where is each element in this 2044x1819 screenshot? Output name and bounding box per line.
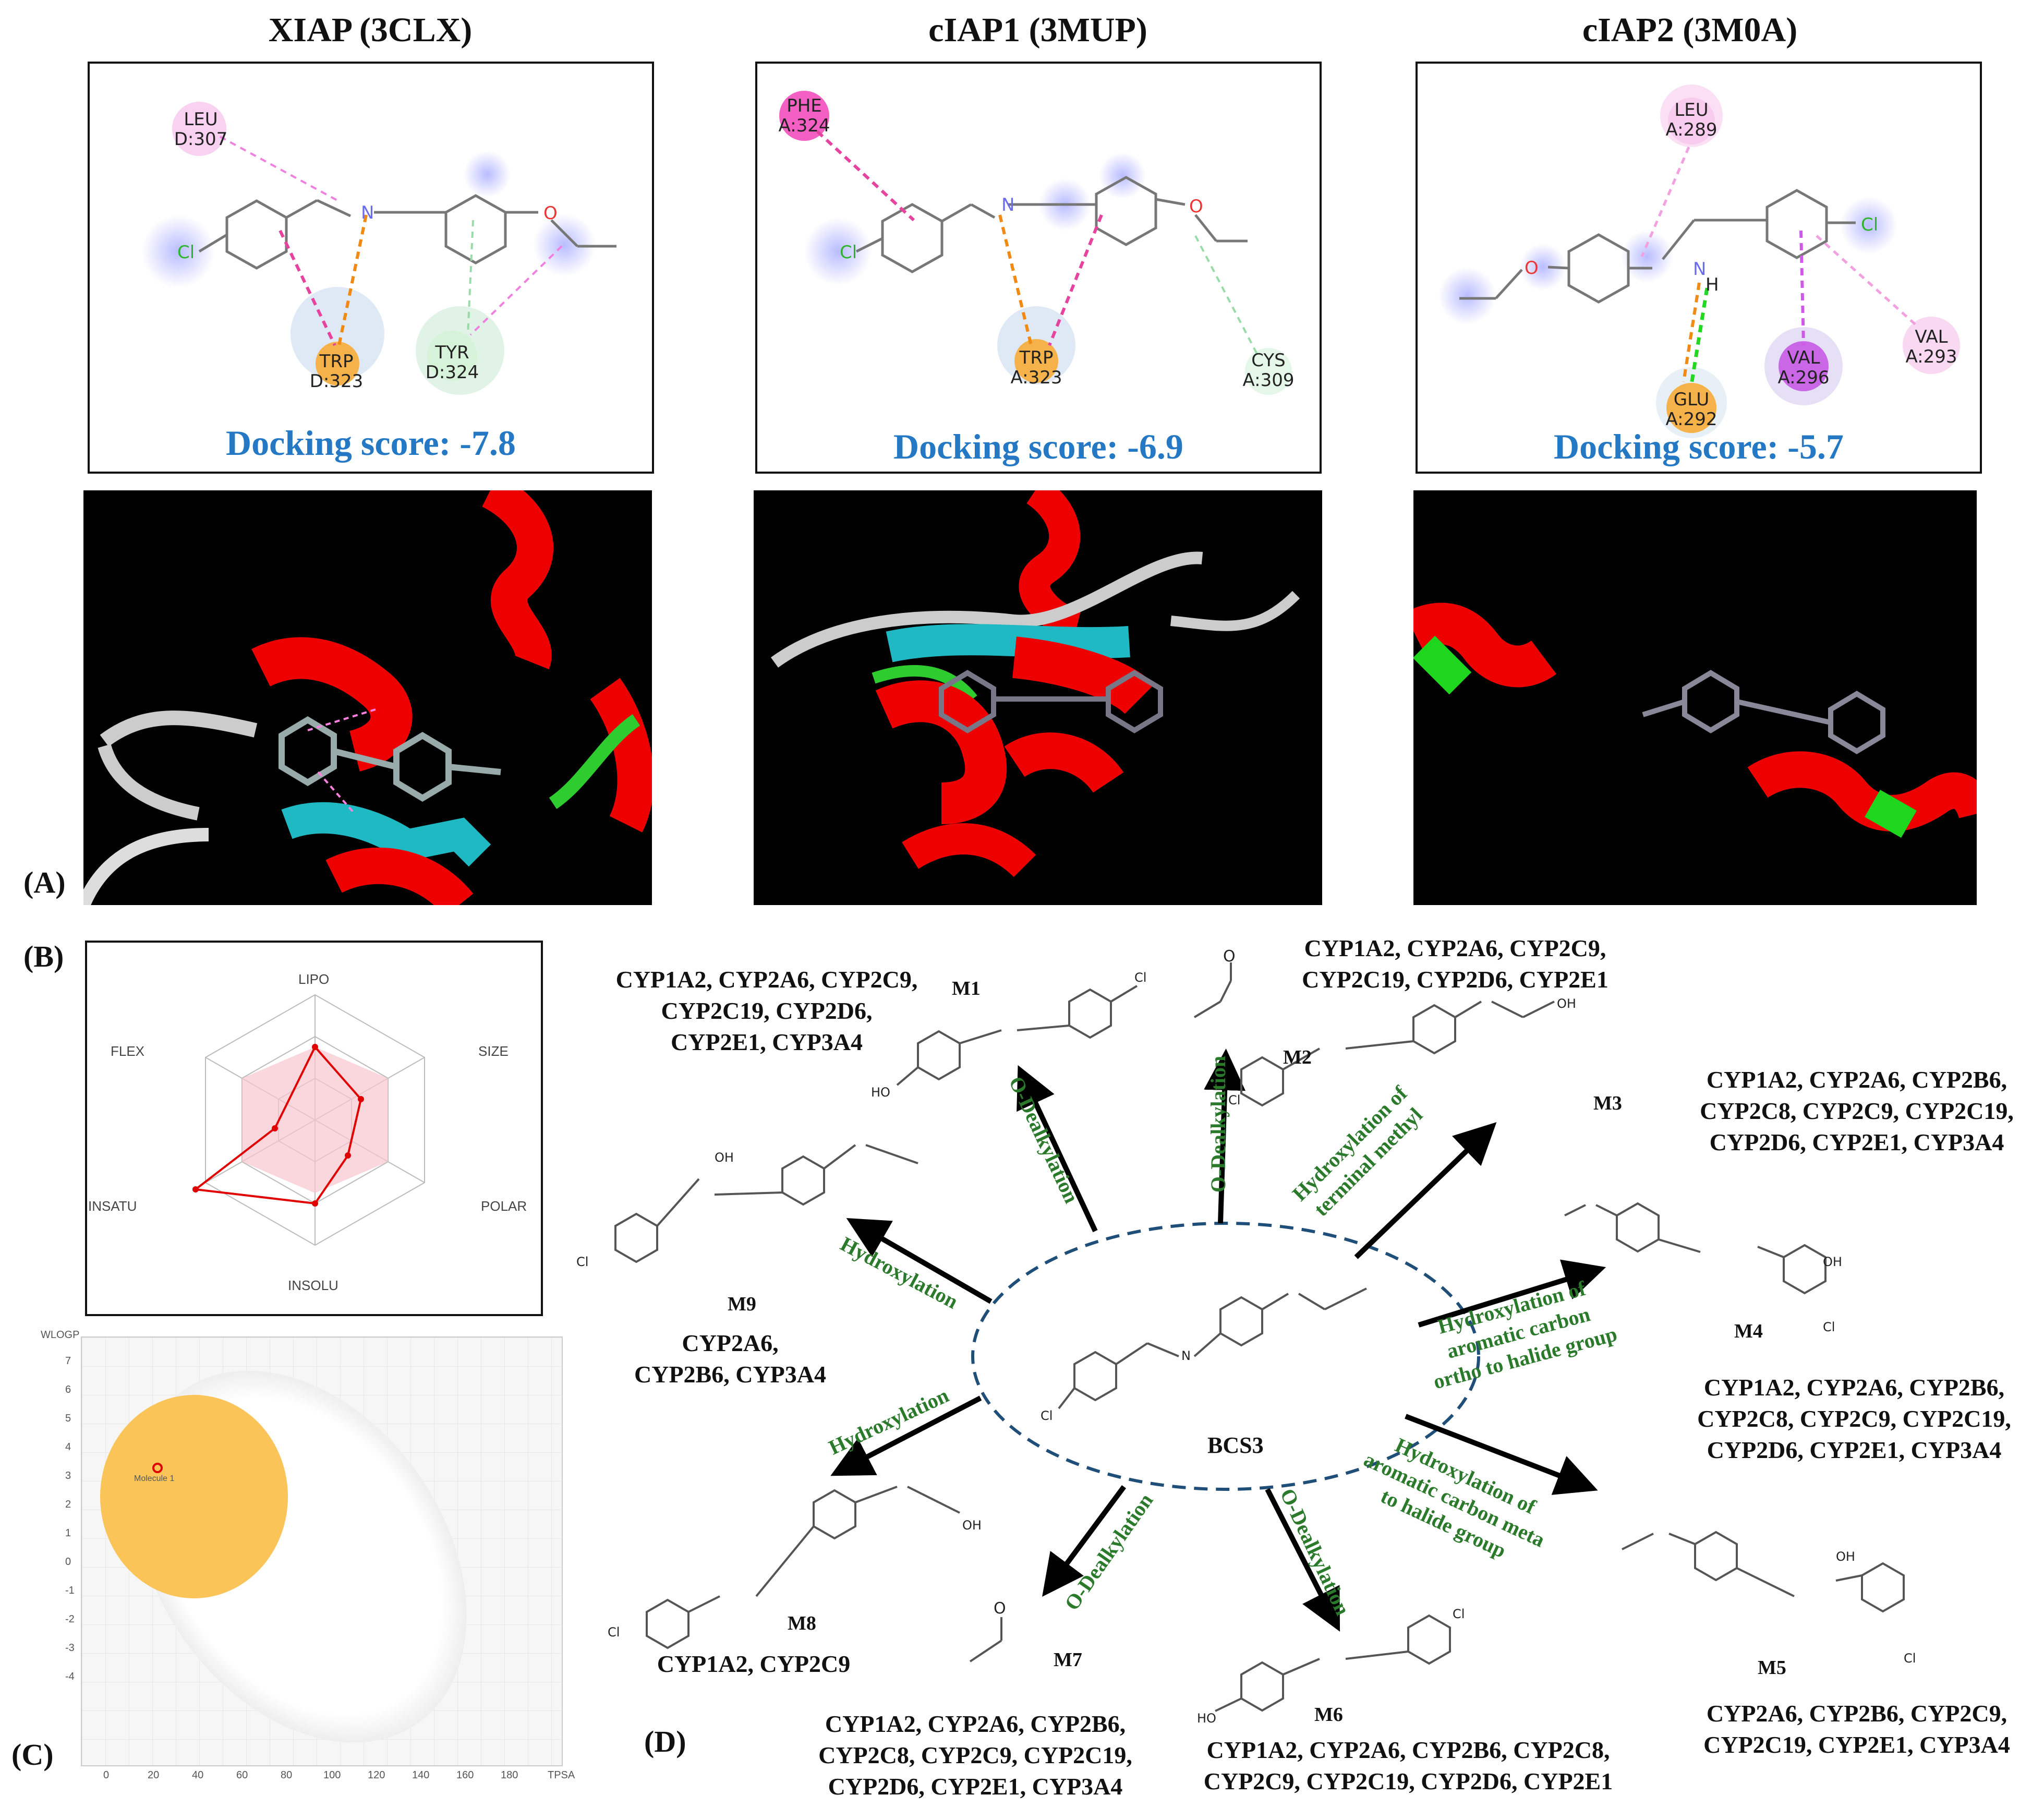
atom-o: O: [1223, 947, 1236, 966]
atom-cl-label: Cl: [1861, 214, 1879, 235]
atom-oh: OH: [962, 1518, 982, 1533]
atom-cl: Cl: [1823, 1320, 1835, 1334]
radar-axis-flex: FLEX: [111, 1043, 145, 1059]
enzymes-m8: CYP1A2, CYP2C9: [657, 1651, 851, 1677]
atom-oh: OH: [715, 1150, 734, 1165]
interaction-diagram-ciap2: [1438, 85, 1960, 438]
atom-o-label: O: [543, 203, 558, 224]
axis-label-tpsa: TPSA: [548, 1769, 575, 1781]
atom-cl: Cl: [1134, 970, 1147, 985]
atom-cl: Cl: [1904, 1651, 1916, 1666]
metabolite-m1: M1: [952, 978, 981, 999]
atom-oh: OH: [1557, 996, 1576, 1011]
panel-label-b: (B): [23, 939, 64, 973]
atom-cl: Cl: [1453, 1607, 1465, 1621]
atom-n: N: [1181, 1348, 1191, 1363]
atom-n-label: N: [1001, 195, 1015, 215]
radar-axis-size: SIZE: [478, 1043, 509, 1059]
reaction-m2: O-Dealkylation: [1206, 1055, 1230, 1193]
metabolite-m8: M8: [788, 1612, 816, 1634]
enzymes-m4: CYP1A2, CYP2A6, CYP2B6,CYP2C8, CYP2C9, C…: [1697, 1374, 2011, 1463]
enzymes-m7: CYP1A2, CYP2A6, CYP2B6,CYP2C8, CYP2C9, C…: [818, 1710, 1132, 1800]
radar-axis-insolu: INSOLU: [288, 1278, 338, 1293]
docking-score-ciap1: Docking score: -6.9: [893, 427, 1183, 466]
metabolite-m5: M5: [1758, 1657, 1786, 1679]
enzymes-m3: CYP1A2, CYP2A6, CYP2B6,CYP2C8, CYP2C9, C…: [1700, 1066, 2014, 1155]
atom-n-label: N: [361, 202, 374, 223]
panel-label-c: (C): [11, 1738, 54, 1772]
atom-ho: HO: [871, 1085, 890, 1100]
metabolite-m9: M9: [728, 1293, 756, 1315]
panel-label-a: (A): [23, 865, 66, 899]
docking-score-xiap: Docking score: -7.8: [226, 423, 516, 463]
target-title-xiap: XIAP (3CLX): [268, 11, 473, 49]
docking-score-ciap2: Docking score: -5.7: [1554, 427, 1844, 466]
target-title-ciap2: cIAP2 (3M0A): [1582, 11, 1798, 49]
atom-cl: Cl: [1041, 1408, 1053, 1423]
metabolite-m3: M3: [1593, 1092, 1622, 1114]
protein-render-ciap1: [754, 490, 1322, 905]
atom-cl: Cl: [576, 1255, 589, 1269]
metabolite-m2: M2: [1283, 1046, 1312, 1068]
target-title-ciap1: cIAP1 (3MUP): [928, 11, 1147, 49]
atom-h-label: H: [1706, 274, 1719, 295]
enzymes-m6: CYP1A2, CYP2A6, CYP2B6, CYP2C8,CYP2C9, C…: [1203, 1737, 1613, 1794]
radar-axis-polar: POLAR: [481, 1198, 527, 1214]
atom-cl: Cl: [1228, 1093, 1241, 1107]
atom-cl: Cl: [608, 1625, 620, 1640]
metabolite-m6: M6: [1314, 1704, 1343, 1726]
atom-n-label: N: [1693, 259, 1707, 280]
enzymes-m5: CYP2A6, CYP2B6, CYP2C9,CYP2C19, CYP2E1, …: [1703, 1700, 2010, 1758]
enzymes-m9: CYP2A6,CYP2B6, CYP3A4: [634, 1330, 826, 1388]
panel-label-d: (D): [644, 1725, 686, 1758]
enzymes-m1: CYP1A2, CYP2A6, CYP2C9,CYP2C19, CYP2D6,C…: [615, 966, 918, 1055]
x-tick-row: 0 20 40 60 80 100 120 140 160 180 TPSA: [103, 1769, 575, 1781]
interaction-diagram-xiap: [142, 102, 616, 395]
metabolite-m7: M7: [1054, 1649, 1082, 1671]
center-compound-bcs3: BCS3: [1207, 1432, 1264, 1458]
enzymes-m2: CYP1A2, CYP2A6, CYP2C9,CYP2C19, CYP2D6, …: [1302, 935, 1608, 993]
bioavailability-radar: LIPO SIZE POLAR INSOLU INSATU FLEX: [85, 941, 543, 1316]
molecule-1-label: Molecule 1: [134, 1474, 175, 1483]
atom-oh: OH: [1823, 1255, 1842, 1269]
atom-o-label: O: [1525, 258, 1539, 279]
atom-ho: HO: [1197, 1711, 1216, 1726]
radar-axis-insatu: INSATU: [88, 1198, 137, 1214]
axis-label-wlogp: WLOGP: [41, 1329, 80, 1341]
radar-axis-lipo: LIPO: [298, 971, 330, 987]
atom-o-label: O: [1189, 196, 1203, 217]
atom-oh: OH: [1836, 1549, 1855, 1564]
protein-render-ciap2: [1413, 490, 1977, 905]
atom-o: O: [994, 1599, 1006, 1618]
metabolite-m4: M4: [1734, 1320, 1763, 1342]
interaction-diagram-ciap1: [779, 91, 1292, 395]
atom-cl-label: Cl: [840, 242, 857, 263]
atom-cl-label: Cl: [177, 242, 195, 263]
protein-render-xiap: [83, 490, 652, 905]
radar-chart: [192, 994, 425, 1246]
boiled-egg-plot: Molecule 1: [81, 1336, 563, 1766]
